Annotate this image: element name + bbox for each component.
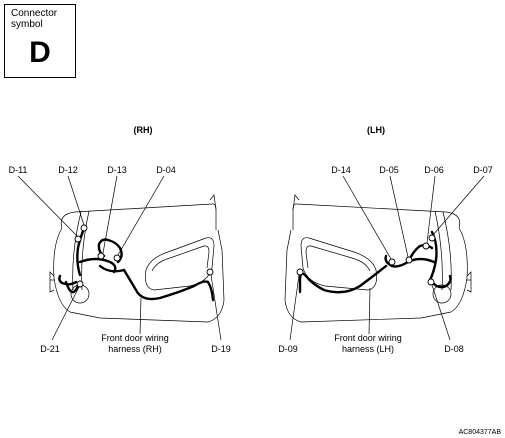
- rh-leader-lines: [17, 175, 222, 341]
- lh-side-heading: (LH): [367, 125, 385, 135]
- lh-door-panel: [284, 194, 472, 323]
- connector-label-d09: D-09: [278, 344, 298, 354]
- rh-connector-markers: [74, 224, 214, 288]
- connector-label-d07: D-07: [473, 165, 493, 175]
- rh-harness-label-line1: Front door wiring: [101, 333, 169, 343]
- connector-symbol-box: Connector symbol D: [4, 4, 76, 78]
- connector-label-d21: D-21: [40, 344, 60, 354]
- lh-connector-markers: [296, 234, 436, 286]
- rh-side-heading: (RH): [134, 125, 153, 135]
- rh-harness-route: [58, 224, 215, 302]
- connector-label-d19: D-19: [211, 344, 231, 354]
- connector-symbol-letter: D: [29, 36, 51, 69]
- figure-code: AC804377AB: [459, 429, 502, 436]
- connector-label-d08: D-08: [444, 344, 464, 354]
- connector-label-d04: D-04: [156, 165, 176, 175]
- lh-leader-lines: [289, 175, 485, 341]
- connector-symbol-caption: Connector symbol: [11, 8, 58, 30]
- connector-label-d13: D-13: [107, 165, 127, 175]
- rh-door-panel: [49, 194, 225, 323]
- connector-label-d12: D-12: [58, 165, 78, 175]
- connector-label-d11: D-11: [9, 165, 28, 175]
- lh-harness-label-line1: Front door wiring: [334, 333, 402, 343]
- connector-label-d06: D-06: [424, 165, 444, 175]
- connector-label-d05: D-05: [379, 165, 399, 175]
- lh-harness-label-line2: harness (LH): [342, 344, 394, 354]
- rh-harness-label-line2: harness (RH): [108, 344, 162, 354]
- connector-label-d14: D-14: [331, 165, 351, 175]
